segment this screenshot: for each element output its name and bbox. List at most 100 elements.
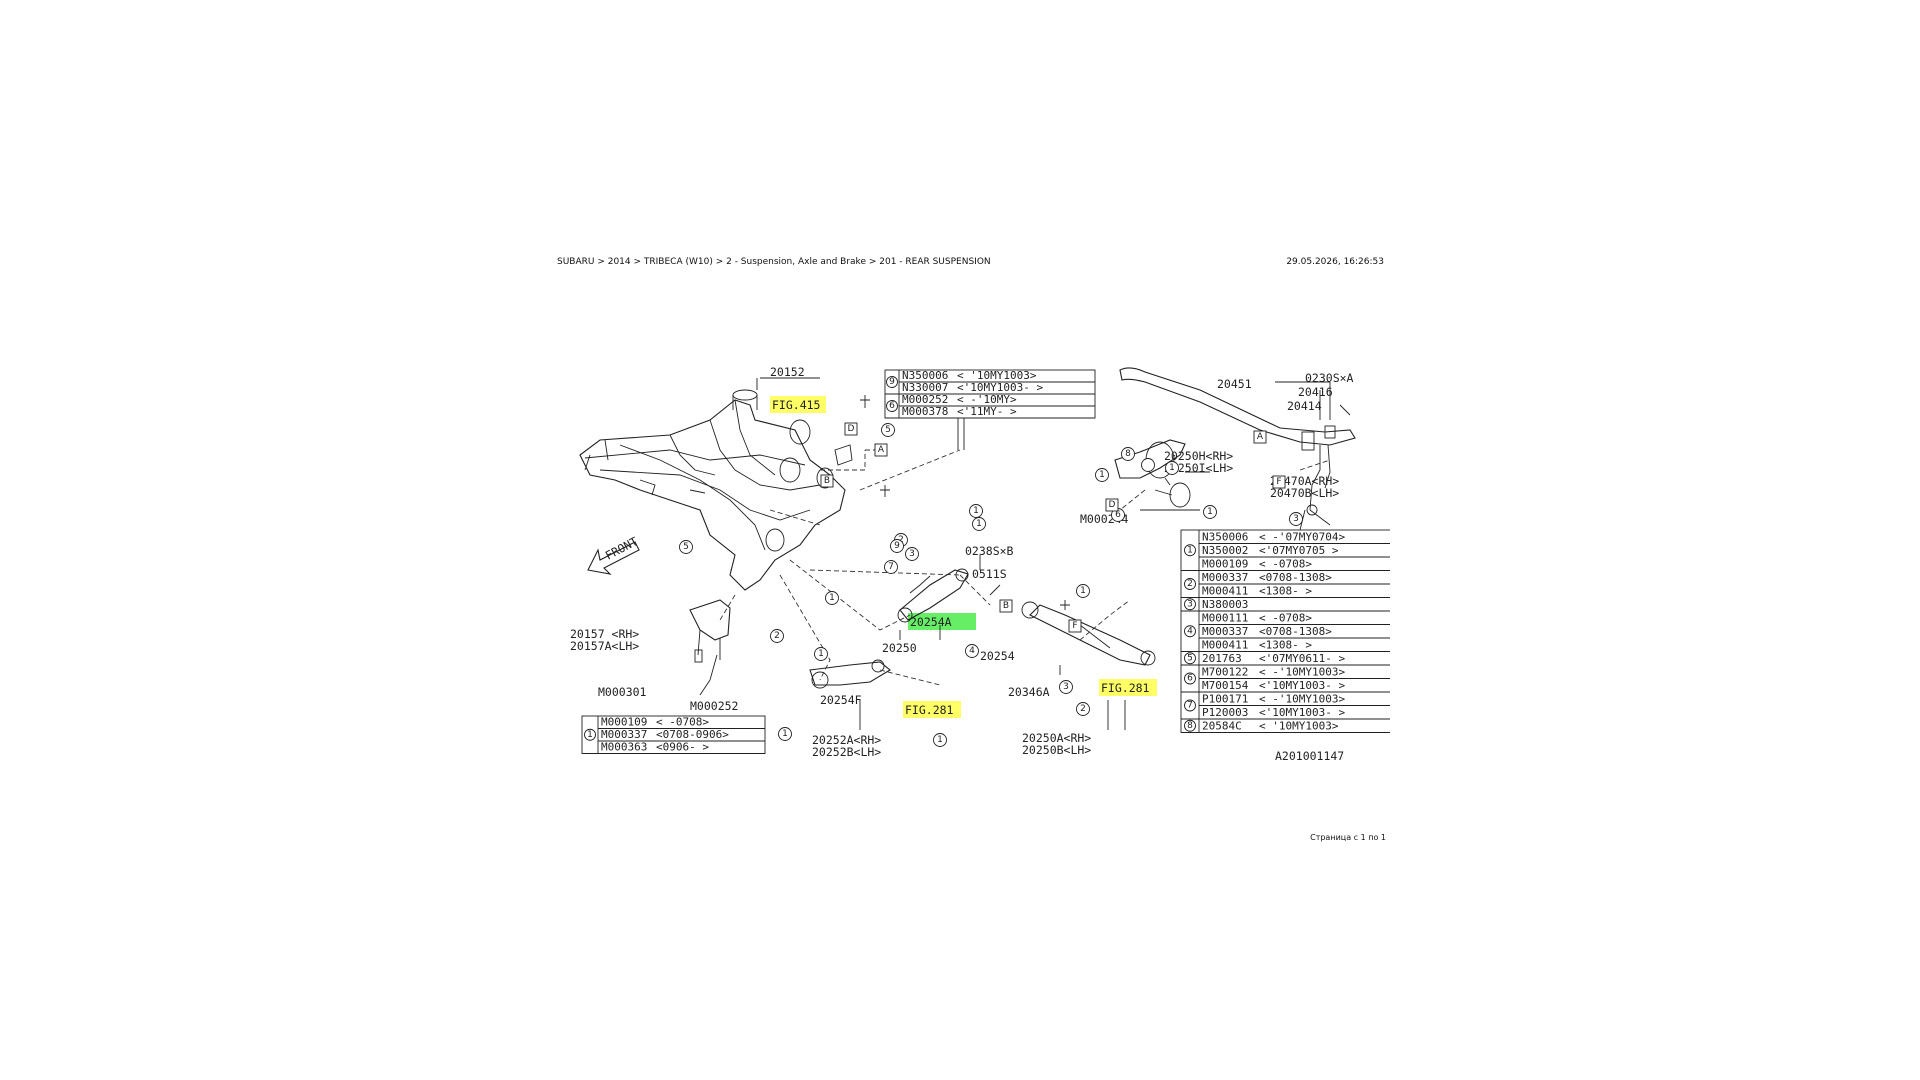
- table-part-code: 20584C: [1202, 720, 1242, 733]
- svg-text:B: B: [1003, 601, 1009, 611]
- callout-1: 1: [1203, 505, 1217, 519]
- label-0238sxb: 0238S×B: [965, 544, 1014, 558]
- mount-bracket-drawing: [689, 599, 731, 663]
- part-labels: 20152 FIG.415 20176 20451 0230S×A 20416 …: [570, 365, 1354, 763]
- label-20346a: 20346A: [1008, 685, 1050, 699]
- svg-text:1: 1: [1080, 586, 1086, 596]
- table-date-range: < -'10MY1003>: [1259, 693, 1345, 706]
- table-date-range: <0906- >: [656, 741, 709, 754]
- table-date-range: < -0708>: [1259, 612, 1312, 625]
- callout-1: 1: [1076, 584, 1090, 598]
- front-arrow: FRONT: [587, 534, 640, 575]
- svg-text:D: D: [848, 424, 855, 434]
- label-m000252: M000252: [690, 699, 738, 713]
- svg-text:A: A: [878, 445, 885, 455]
- fig415-highlight: [770, 396, 826, 413]
- table-key: 4: [1187, 626, 1193, 636]
- table-part-code: N350006: [902, 369, 948, 382]
- table-part-code: 201763: [1202, 652, 1242, 665]
- table-part-code: N380003: [1202, 598, 1248, 611]
- callout-6: 6: [1111, 508, 1125, 522]
- table-part-code: M000411: [1202, 639, 1248, 652]
- box-a: A: [1253, 430, 1267, 444]
- svg-text:D: D: [1109, 500, 1116, 510]
- table-key-circle: [1184, 699, 1196, 712]
- label-0511s: 0511S: [972, 567, 1007, 581]
- label-fig281b: FIG.281: [1101, 681, 1150, 695]
- table-part-code: N330007: [902, 381, 948, 394]
- callout-3: 3: [905, 547, 919, 561]
- table-key: 6: [889, 401, 895, 411]
- table-date-range: <0708-0906>: [656, 728, 729, 741]
- svg-text:6: 6: [1115, 510, 1121, 520]
- trailing-link-drawing: [809, 659, 891, 689]
- table-part-code: M000337: [601, 728, 647, 741]
- table-date-range: < -0708>: [656, 716, 709, 729]
- table-key: 1: [1187, 545, 1193, 555]
- table-date-range: <'10MY1003- >: [1259, 679, 1345, 692]
- table-key-circle: [1184, 719, 1196, 732]
- front-label: FRONT: [603, 534, 640, 563]
- table-key: 9: [889, 377, 895, 387]
- table-part-code: M700154: [1202, 679, 1249, 692]
- table-part-code: M000109: [1202, 558, 1248, 571]
- callout-5: 5: [881, 423, 895, 437]
- table-date-range: <0708-1308>: [1259, 625, 1332, 638]
- table-part-code: M000363: [601, 741, 647, 754]
- letter-boxes: D A B A F D B F: [820, 422, 1286, 633]
- table-part-code: P100171: [1202, 693, 1248, 706]
- table-part-code: N350006: [1202, 531, 1248, 544]
- guide-lines: [719, 449, 1331, 686]
- svg-text:1: 1: [818, 649, 824, 659]
- svg-text:1: 1: [976, 519, 982, 529]
- label-20451: 20451: [1217, 377, 1252, 391]
- callout-3: 3: [1059, 680, 1073, 694]
- svg-text:1: 1: [829, 593, 835, 603]
- table-key-circle: [1184, 672, 1196, 685]
- box-a: A: [874, 443, 888, 457]
- table-part-code: M000109: [601, 716, 647, 729]
- crossmember-drawing: [579, 389, 846, 591]
- p20254a-highlight: [908, 613, 976, 630]
- table-date-range: <'07MY0611- >: [1259, 652, 1345, 665]
- svg-text:3: 3: [909, 549, 915, 559]
- table-part-code: M000378: [902, 405, 948, 418]
- label-20250a: 20250A<RH>: [1022, 731, 1091, 745]
- table-part-code: N350002: [1202, 544, 1248, 557]
- svg-text:5: 5: [683, 542, 689, 552]
- callout-1: 1: [778, 727, 792, 741]
- stabilizer-bar-drawing: [1119, 367, 1356, 539]
- svg-text:2: 2: [898, 535, 904, 545]
- table-key: 5: [1187, 653, 1193, 663]
- table-date-range: < -0708>: [1259, 558, 1312, 571]
- callout-9: 9: [890, 539, 904, 553]
- svg-text:1: 1: [1207, 507, 1213, 517]
- print-timestamp: 29.05.2026, 16:26:53: [1286, 257, 1384, 267]
- table-date-range: <'11MY- >: [957, 405, 1017, 418]
- callout-5: 5: [679, 540, 693, 554]
- table-key-circle: [886, 376, 898, 388]
- table-key: 6: [1187, 674, 1193, 684]
- svg-text:1: 1: [937, 735, 943, 745]
- table-key-circle: [584, 728, 596, 741]
- table-date-range: <'07MY0705 >: [1259, 544, 1339, 557]
- table-part-code: M000337: [1202, 625, 1248, 638]
- table-part-code: P120003: [1202, 706, 1248, 719]
- table-key-circle: [1184, 625, 1196, 638]
- table-part-code: M700122: [1202, 666, 1248, 679]
- table-key-circle: [1184, 578, 1196, 590]
- svg-text:1: 1: [782, 729, 788, 739]
- svg-text:F: F: [1072, 621, 1077, 631]
- label-20250i: 20250I<LH>: [1164, 461, 1233, 475]
- svg-text:8: 8: [1125, 449, 1131, 459]
- table-date-range: <1308- >: [1259, 585, 1312, 598]
- table-key-circle: [1184, 652, 1196, 665]
- callout-4: 4: [965, 644, 979, 658]
- svg-text:F: F: [1276, 477, 1281, 487]
- label-20416: 20416: [1298, 385, 1333, 399]
- callout-1: 1: [969, 504, 983, 518]
- box-d: D: [1105, 498, 1119, 512]
- box-b: B: [820, 474, 834, 488]
